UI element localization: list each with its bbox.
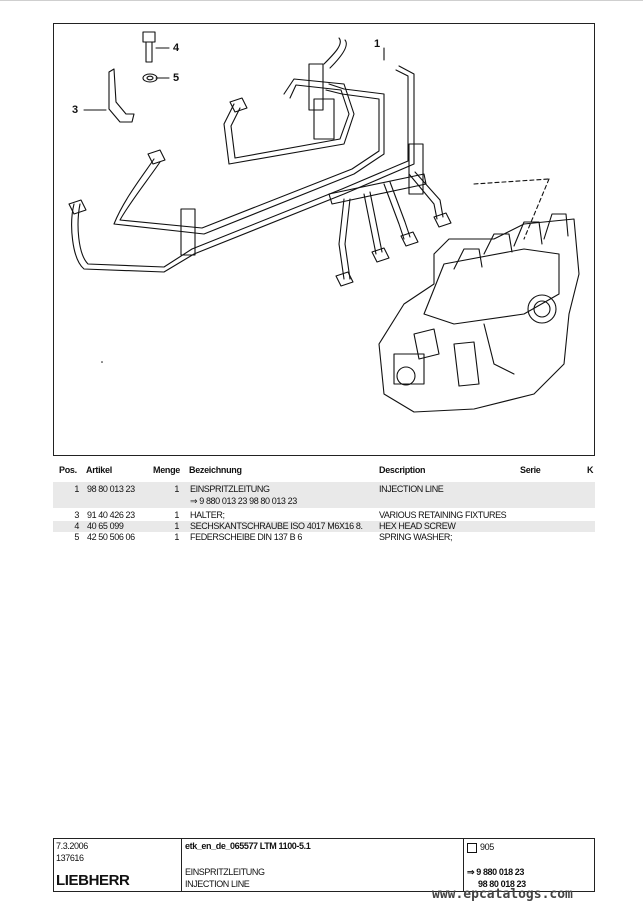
row-menge: 1 (174, 484, 179, 494)
parts-table-body: 1 98 80 013 23 1 EINSPRITZLEITUNG INJECT… (53, 482, 595, 543)
footer-ref2: 98 80 018 23 (478, 879, 526, 889)
header-pos: Pos. (59, 465, 77, 475)
footer-date: 7.3.2006 (56, 841, 88, 851)
injection-line-illustration (68, 31, 580, 413)
row-description: INJECTION LINE (379, 484, 444, 494)
watermark: www.epcatalogs.com (432, 887, 573, 902)
row-pos: 3 (74, 510, 79, 520)
row-pos: 5 (74, 532, 79, 542)
footer-doc-id: etk_en_de_065577 LTM 1100-5.1 (185, 841, 311, 851)
footer-title-de: EINSPRITZLEITUNG (185, 867, 265, 877)
row-description: VARIOUS RETAINING FIXTURES (379, 510, 507, 520)
title-block-divider (463, 839, 464, 891)
table-row: 3 91 40 426 23 1 HALTER; VARIOUS RETAINI… (53, 510, 595, 521)
header-serie: Serie (520, 465, 541, 475)
table-row: 4 40 65 099 1 SECHSKANTSCHRAUBE ISO 4017… (53, 521, 595, 532)
header-description: Description (379, 465, 426, 475)
callout-5: 5 (173, 72, 180, 84)
callout-1: 1 (374, 38, 381, 50)
row-bezeichnung: FEDERSCHEIBE DIN 137 B 6 (190, 532, 302, 542)
footer-ref1: ⇒ 9 880 018 23 (467, 867, 524, 877)
callout-4: 4 (173, 42, 180, 54)
title-block: 7.3.2006 137616 LIEBHERR etk_en_de_06557… (53, 838, 595, 892)
footer-page: 905 (480, 842, 494, 852)
page-top-border (0, 0, 643, 1)
row-artikel: 98 80 013 23 (87, 484, 135, 494)
header-k: K (587, 465, 594, 475)
checkbox-icon (467, 843, 477, 853)
header-bezeichnung: Bezeichnung (189, 465, 242, 475)
title-block-divider (181, 839, 182, 891)
footer-title-en: INJECTION LINE (185, 879, 250, 889)
row-menge: 1 (174, 521, 179, 531)
row-description: HEX HEAD SCREW (379, 521, 456, 531)
row-pos: 1 (74, 484, 79, 494)
row-bezeichnung: SECHSKANTSCHRAUBE ISO 4017 M6X16 8. (190, 521, 363, 531)
footer-number: 137616 (56, 853, 84, 863)
exploded-view-drawing: 1 3 4 5 (53, 23, 595, 456)
row-menge: 1 (174, 510, 179, 520)
header-artikel: Artikel (86, 465, 112, 475)
parts-table-header: Pos. Artikel Menge Bezeichnung Descripti… (53, 463, 643, 479)
row-artikel: 42 50 506 06 (87, 532, 135, 542)
row-bezeichnung-reference: ⇒ 9 880 013 23 98 80 013 23 (190, 496, 297, 506)
row-pos: 4 (74, 521, 79, 531)
callout-3: 3 (72, 104, 79, 116)
row-artikel: 91 40 426 23 (87, 510, 135, 520)
table-row: 5 42 50 506 06 1 FEDERSCHEIBE DIN 137 B … (53, 532, 595, 543)
row-artikel: 40 65 099 (87, 521, 124, 531)
row-description: SPRING WASHER; (379, 532, 453, 542)
row-bezeichnung: EINSPRITZLEITUNG (190, 484, 270, 494)
header-menge: Menge (153, 465, 181, 475)
row-menge: 1 (174, 532, 179, 542)
row-bezeichnung: HALTER; (190, 510, 225, 520)
table-row: 1 98 80 013 23 1 EINSPRITZLEITUNG INJECT… (53, 482, 595, 508)
liebherr-logo: LIEBHERR (56, 872, 130, 889)
